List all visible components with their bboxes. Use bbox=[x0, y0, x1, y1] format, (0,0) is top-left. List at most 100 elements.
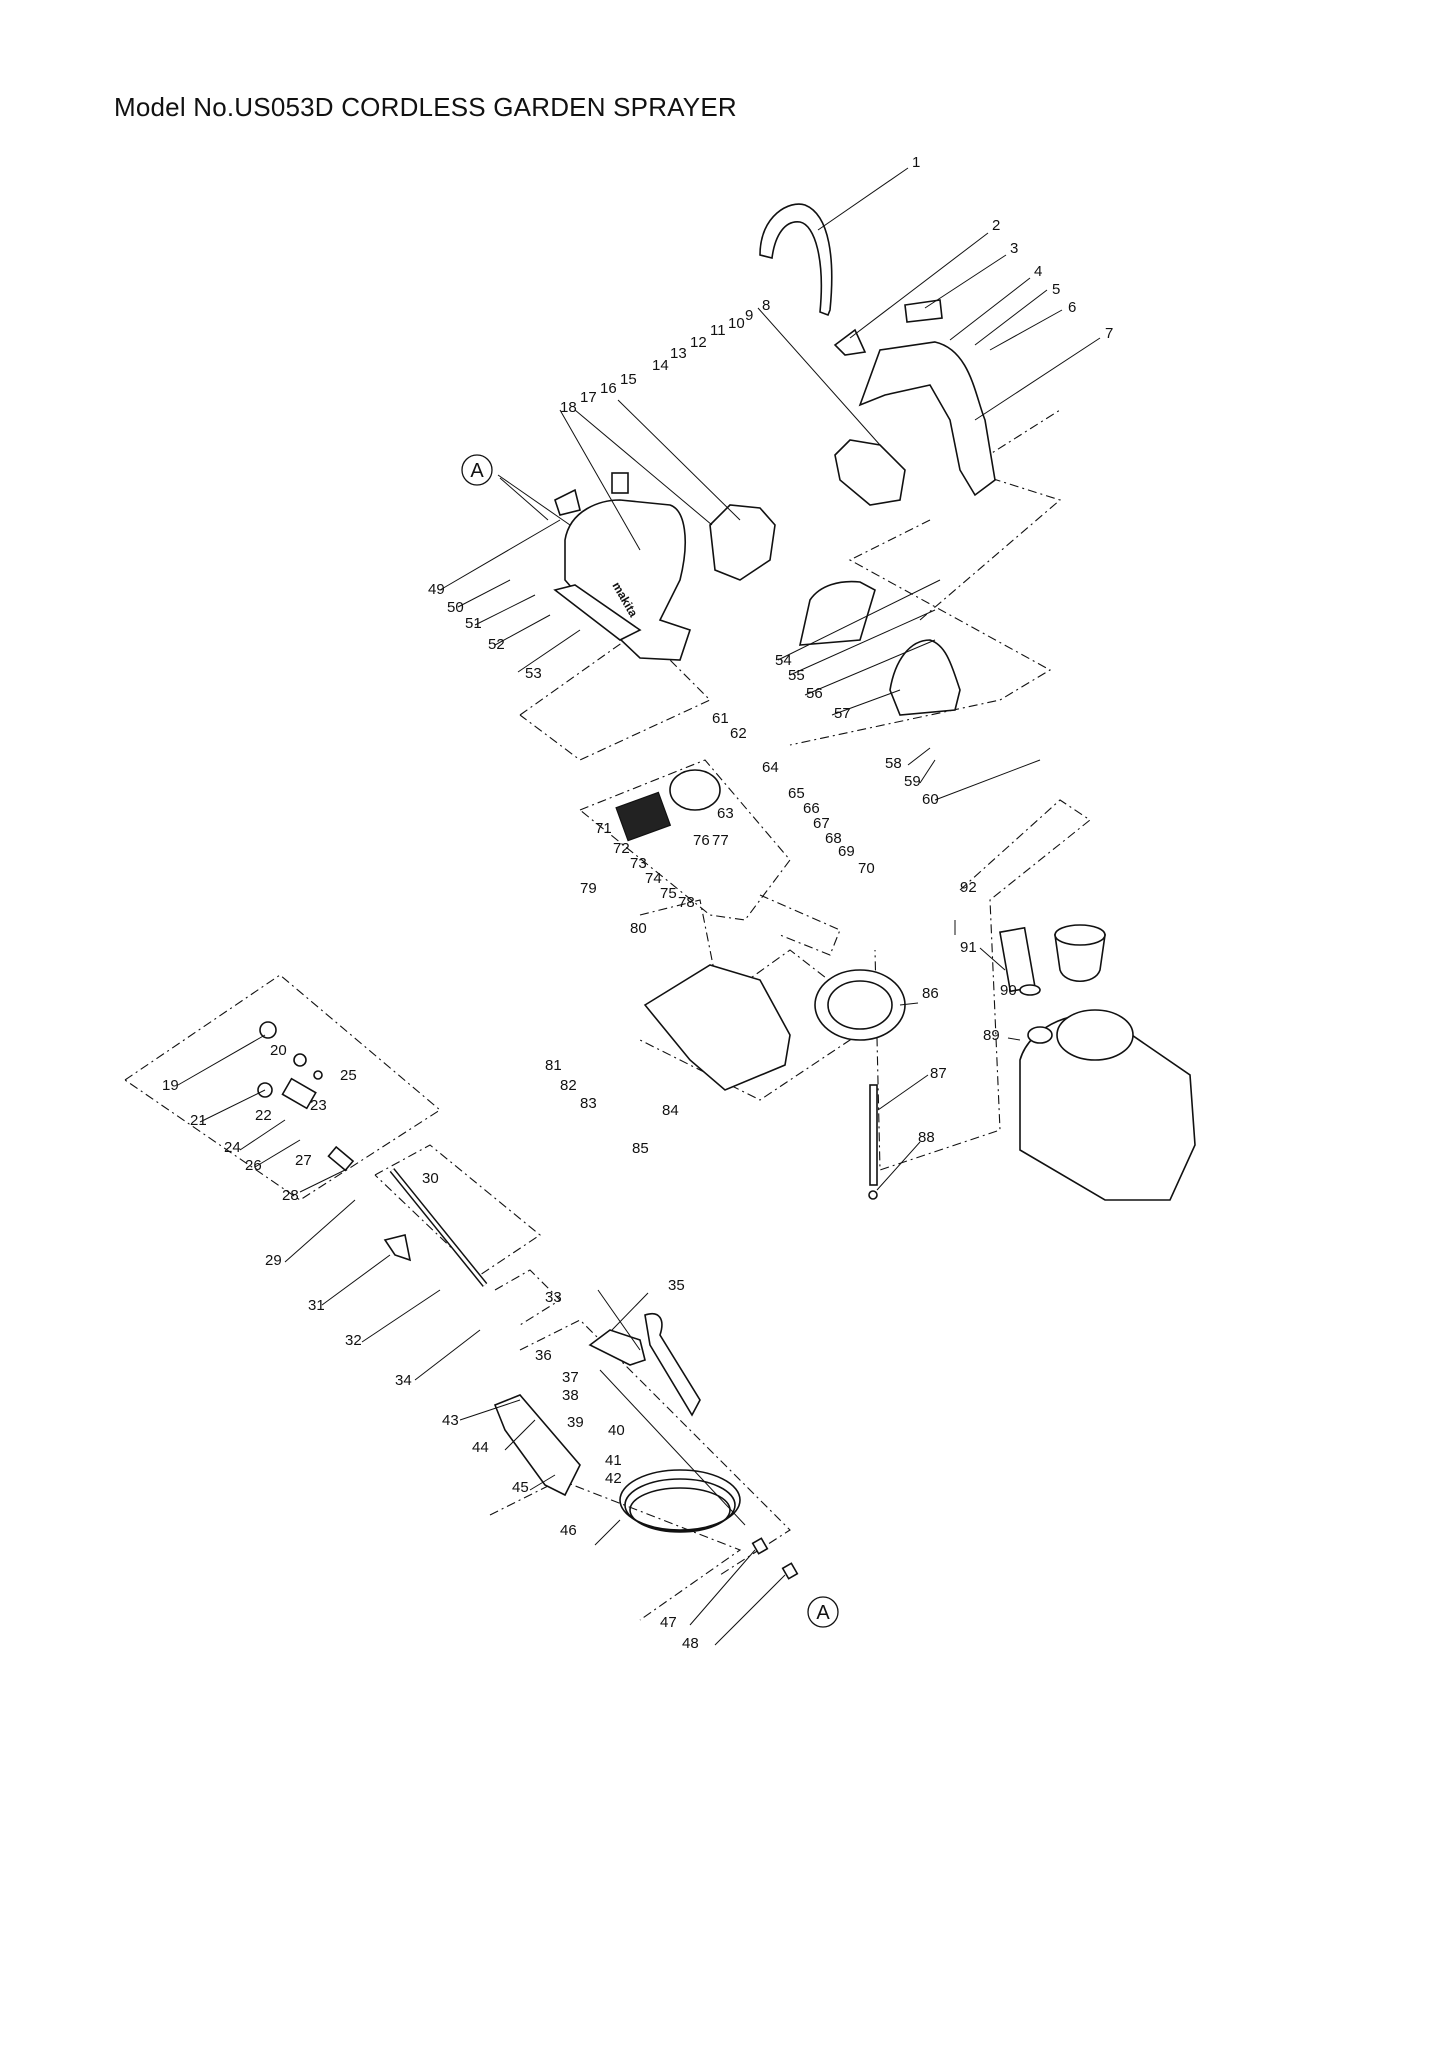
part-number-76: 76 bbox=[693, 832, 710, 849]
part-number-52: 52 bbox=[488, 636, 505, 653]
part-number-20: 20 bbox=[270, 1042, 287, 1059]
part-number-92: 92 bbox=[960, 879, 977, 896]
callout-marker-bottom: A bbox=[807, 1596, 839, 1628]
part-number-64: 64 bbox=[762, 759, 779, 776]
base-plate-part bbox=[643, 964, 791, 1091]
svg-text:A: A bbox=[470, 460, 484, 482]
part-number-14: 14 bbox=[652, 357, 669, 374]
part-number-7: 7 bbox=[1105, 325, 1113, 342]
part-number-8: 8 bbox=[762, 297, 770, 314]
part-number-22: 22 bbox=[255, 1107, 272, 1124]
part-number-26: 26 bbox=[245, 1157, 262, 1174]
part-number-32: 32 bbox=[345, 1332, 362, 1349]
side-label-part bbox=[554, 488, 581, 516]
part-number-28: 28 bbox=[282, 1187, 299, 1204]
part-number-34: 34 bbox=[395, 1372, 412, 1389]
part-number-23: 23 bbox=[310, 1097, 327, 1114]
part-number-65: 65 bbox=[788, 785, 805, 802]
part-number-74: 74 bbox=[645, 870, 662, 887]
part-number-86: 86 bbox=[922, 985, 939, 1002]
part-number-59: 59 bbox=[904, 773, 921, 790]
callout-marker-top: A bbox=[461, 454, 493, 486]
part-number-69: 69 bbox=[838, 843, 855, 860]
grip-handle-part bbox=[493, 1394, 581, 1497]
part-number-82: 82 bbox=[560, 1077, 577, 1094]
part-number-77: 77 bbox=[712, 832, 729, 849]
part-number-60: 60 bbox=[922, 791, 939, 808]
tank-lid-part bbox=[889, 639, 961, 716]
part-number-91: 91 bbox=[960, 939, 977, 956]
part-number-73: 73 bbox=[630, 855, 647, 872]
strainer-part bbox=[1054, 934, 1106, 983]
part-number-53: 53 bbox=[525, 665, 542, 682]
part-number-47: 47 bbox=[660, 1614, 677, 1631]
part-number-43: 43 bbox=[442, 1412, 459, 1429]
part-number-33: 33 bbox=[545, 1289, 562, 1306]
part-number-87: 87 bbox=[930, 1065, 947, 1082]
part-number-58: 58 bbox=[885, 755, 902, 772]
part-number-85: 85 bbox=[632, 1140, 649, 1157]
part-number-48: 48 bbox=[682, 1635, 699, 1652]
part-number-50: 50 bbox=[447, 599, 464, 616]
part-number-66: 66 bbox=[803, 800, 820, 817]
part-number-71: 71 bbox=[595, 820, 612, 837]
part-number-44: 44 bbox=[472, 1439, 489, 1456]
part-number-61: 61 bbox=[712, 710, 729, 727]
part-number-4: 4 bbox=[1034, 263, 1042, 280]
diagram-title: Model No.US053D CORDLESS GARDEN SPRAYER bbox=[114, 92, 737, 122]
main-housing-part bbox=[564, 499, 692, 661]
part-number-18: 18 bbox=[560, 399, 577, 416]
part-number-67: 67 bbox=[813, 815, 830, 832]
part-number-68: 68 bbox=[825, 830, 842, 847]
part-number-6: 6 bbox=[1068, 299, 1076, 316]
part-number-27: 27 bbox=[295, 1152, 312, 1169]
part-number-11: 11 bbox=[710, 322, 726, 339]
part-number-83: 83 bbox=[580, 1095, 597, 1112]
part-number-21: 21 bbox=[190, 1112, 207, 1129]
part-number-38: 38 bbox=[562, 1387, 579, 1404]
part-number-24: 24 bbox=[224, 1139, 241, 1156]
battery-holder-part bbox=[709, 504, 776, 581]
part-number-51: 51 bbox=[465, 615, 482, 632]
part-number-37: 37 bbox=[562, 1369, 579, 1386]
part-number-89: 89 bbox=[983, 1027, 1000, 1044]
part-number-2: 2 bbox=[992, 217, 1000, 234]
group-boundaries bbox=[124, 409, 1091, 1621]
part-number-57: 57 bbox=[834, 705, 851, 722]
part-number-13: 13 bbox=[670, 345, 687, 362]
part-number-9: 9 bbox=[745, 307, 753, 324]
hose-coil-part bbox=[599, 1369, 746, 1533]
inner-frame-part bbox=[834, 439, 906, 506]
trigger-lever-part bbox=[644, 1313, 701, 1417]
part-number-31: 31 bbox=[308, 1297, 325, 1314]
hose-fitting-part bbox=[751, 1537, 769, 1555]
part-number-70: 70 bbox=[858, 860, 875, 877]
leader-lines bbox=[177, 167, 1101, 1646]
button-part bbox=[611, 472, 629, 494]
part-number-63: 63 bbox=[717, 805, 734, 822]
part-number-46: 46 bbox=[560, 1522, 577, 1539]
pump-part bbox=[615, 791, 672, 842]
motor-part bbox=[669, 769, 721, 811]
part-number-54: 54 bbox=[775, 652, 792, 669]
part-number-1: 1 bbox=[912, 154, 920, 171]
part-number-72: 72 bbox=[613, 840, 630, 857]
trigger-part bbox=[588, 1329, 646, 1366]
part-number-49: 49 bbox=[428, 581, 445, 598]
part-number-88: 88 bbox=[918, 1129, 935, 1146]
part-number-75: 75 bbox=[660, 885, 677, 902]
part-number-80: 80 bbox=[630, 920, 647, 937]
part-number-45: 45 bbox=[512, 1479, 529, 1496]
housing-strip-part bbox=[553, 584, 642, 641]
parts-artwork: makita bbox=[257, 203, 1196, 1580]
part-number-90: 90 bbox=[1000, 982, 1017, 999]
part-number-42: 42 bbox=[605, 1470, 622, 1487]
part-number-25: 25 bbox=[340, 1067, 357, 1084]
part-number-40: 40 bbox=[608, 1422, 625, 1439]
part-number-39: 39 bbox=[567, 1414, 584, 1431]
part-number-56: 56 bbox=[806, 685, 823, 702]
part-number-17: 17 bbox=[580, 389, 597, 406]
nozzle-part bbox=[259, 1021, 277, 1039]
